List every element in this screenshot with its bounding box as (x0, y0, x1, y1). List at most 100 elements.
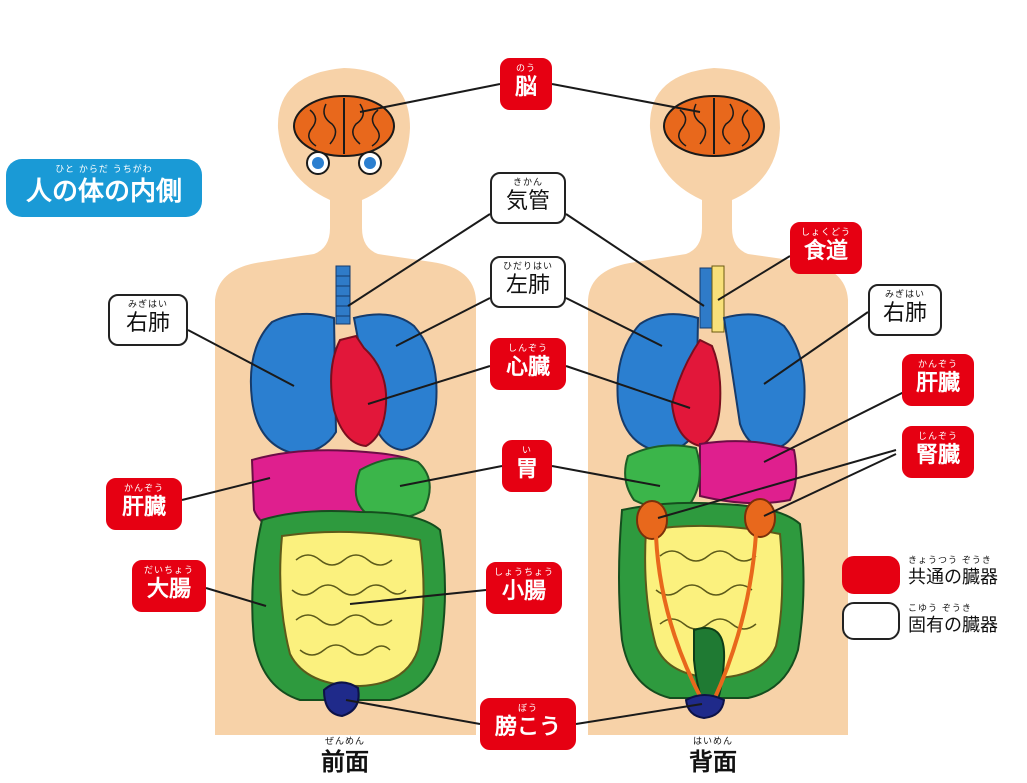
leader-brain-back (551, 83, 701, 113)
label-liver-back-ruby: かんぞう (917, 360, 958, 370)
label-right-lung-back-ruby: みぎはい (884, 290, 925, 300)
label-right-lung-back-text: 右肺 (882, 301, 927, 326)
front-right-lung (249, 312, 338, 456)
legend-unique-text: 固有の臓器 (908, 615, 998, 636)
front-bladder (322, 681, 360, 718)
front-body (215, 68, 476, 735)
leader-left-lung-front (395, 297, 491, 347)
view-front-ruby: ぜんめん (324, 737, 365, 747)
leader-small-intestine (349, 589, 487, 605)
leader-right-lung-front (187, 329, 295, 387)
front-trachea (335, 265, 351, 325)
back-liver (699, 440, 798, 505)
leader-right-lung-back (763, 311, 869, 385)
view-back-ruby: はいめん (692, 737, 733, 747)
label-liver-front: かんぞう 肝臓 (106, 478, 182, 530)
leader-stomach-back (551, 465, 661, 487)
leader-liver-back (763, 391, 905, 463)
back-body (588, 68, 848, 735)
label-small-intestine-ruby: しょうちょう (493, 568, 554, 578)
leader-bladder-back (575, 703, 703, 725)
legend-unique: こゆう ぞうき 固有の臓器 (908, 604, 998, 637)
back-stomach (624, 444, 701, 510)
label-stomach-text: 胃 (515, 457, 538, 482)
label-liver-back: かんぞう 肝臓 (902, 354, 974, 406)
label-right-lung-back: みぎはい 右肺 (868, 284, 942, 336)
label-kidney-text: 腎臓 (915, 443, 960, 468)
label-small-intestine: しょうちょう 小腸 (486, 562, 562, 614)
label-esophagus: しょくどう 食道 (790, 222, 862, 274)
diagram-title: ひと からだ うちがわ 人の体の内側 (6, 159, 202, 217)
label-brain-text: 脳 (514, 75, 537, 100)
leader-trachea-front (347, 213, 491, 307)
legend-common-ruby: きょうつう ぞうき (908, 556, 992, 566)
back-right-kidney (744, 498, 776, 538)
label-heart-ruby: しんぞう (507, 344, 548, 354)
leader-brain-front (359, 83, 501, 113)
label-left-lung-ruby: ひだりはい (502, 262, 553, 272)
label-liver-front-ruby: かんぞう (123, 484, 164, 494)
legend-common: きょうつう ぞうき 共通の臓器 (908, 556, 998, 589)
title-text: 人の体の内側 (25, 177, 182, 207)
view-front-text: 前面 (321, 748, 369, 776)
label-right-lung-front-text: 右肺 (125, 311, 170, 336)
front-heart (330, 334, 388, 448)
label-trachea: きかん 気管 (490, 172, 566, 224)
legend-common-swatch (842, 556, 900, 594)
back-bladder (684, 694, 726, 720)
leader-stomach-front (399, 465, 503, 487)
label-trachea-text: 気管 (505, 189, 550, 214)
label-heart-text: 心臓 (505, 355, 550, 380)
label-esophagus-ruby: しょくどう (800, 228, 851, 238)
leader-kidney-left (657, 449, 897, 519)
legend-unique-ruby: こゆう ぞうき (908, 604, 972, 614)
label-small-intestine-text: 小腸 (501, 579, 546, 604)
view-back-caption: はいめん 背面 (668, 737, 758, 776)
leader-kidney-right (763, 453, 897, 517)
label-kidney: じんぞう 腎臓 (902, 426, 974, 478)
label-brain-ruby: のう (515, 64, 536, 74)
label-bladder-text: 膀こう (494, 715, 561, 740)
leader-liver-front (181, 477, 271, 501)
leader-heart-front (367, 365, 491, 405)
front-eyes (306, 151, 382, 175)
legend-unique-swatch (842, 602, 900, 640)
label-liver-front-text: 肝臓 (121, 495, 166, 520)
label-kidney-ruby: じんぞう (917, 432, 958, 442)
label-bladder-ruby: ぼう (517, 704, 538, 714)
label-bladder: ぼう 膀こう (480, 698, 576, 750)
label-right-lung-front: みぎはい 右肺 (108, 294, 188, 346)
label-large-intestine: だいちょう 大腸 (132, 560, 206, 612)
leader-left-lung-back (565, 297, 663, 347)
label-large-intestine-text: 大腸 (146, 577, 191, 602)
label-stomach: い 胃 (502, 440, 552, 492)
leader-heart-back (565, 365, 691, 409)
back-left-kidney (636, 500, 668, 540)
back-left-ureter (654, 535, 704, 701)
leader-esophagus (717, 255, 791, 301)
label-esophagus-text: 食道 (803, 239, 848, 264)
label-right-lung-front-ruby: みぎはい (127, 300, 168, 310)
front-brain (293, 95, 395, 157)
leader-trachea-back (565, 213, 705, 307)
legend-common-text: 共通の臓器 (908, 567, 998, 588)
title-ruby: ひと からだ うちがわ (55, 165, 153, 175)
label-liver-back-text: 肝臓 (915, 371, 960, 396)
label-left-lung-text: 左肺 (505, 273, 550, 298)
label-left-lung: ひだりはい 左肺 (490, 256, 566, 308)
front-stomach (354, 457, 431, 520)
back-brain (663, 95, 765, 157)
back-trachea (699, 267, 713, 329)
label-large-intestine-ruby: だいちょう (143, 566, 194, 576)
label-brain: のう 脳 (500, 58, 552, 110)
label-trachea-ruby: きかん (512, 178, 543, 188)
view-front-caption: ぜんめん 前面 (300, 737, 390, 776)
view-back-text: 背面 (689, 748, 737, 776)
label-heart: しんぞう 心臓 (490, 338, 566, 390)
leader-lines (181, 83, 905, 725)
back-right-ureter (712, 533, 758, 701)
leader-bladder-front (345, 699, 481, 725)
label-stomach-ruby: い (521, 446, 532, 456)
